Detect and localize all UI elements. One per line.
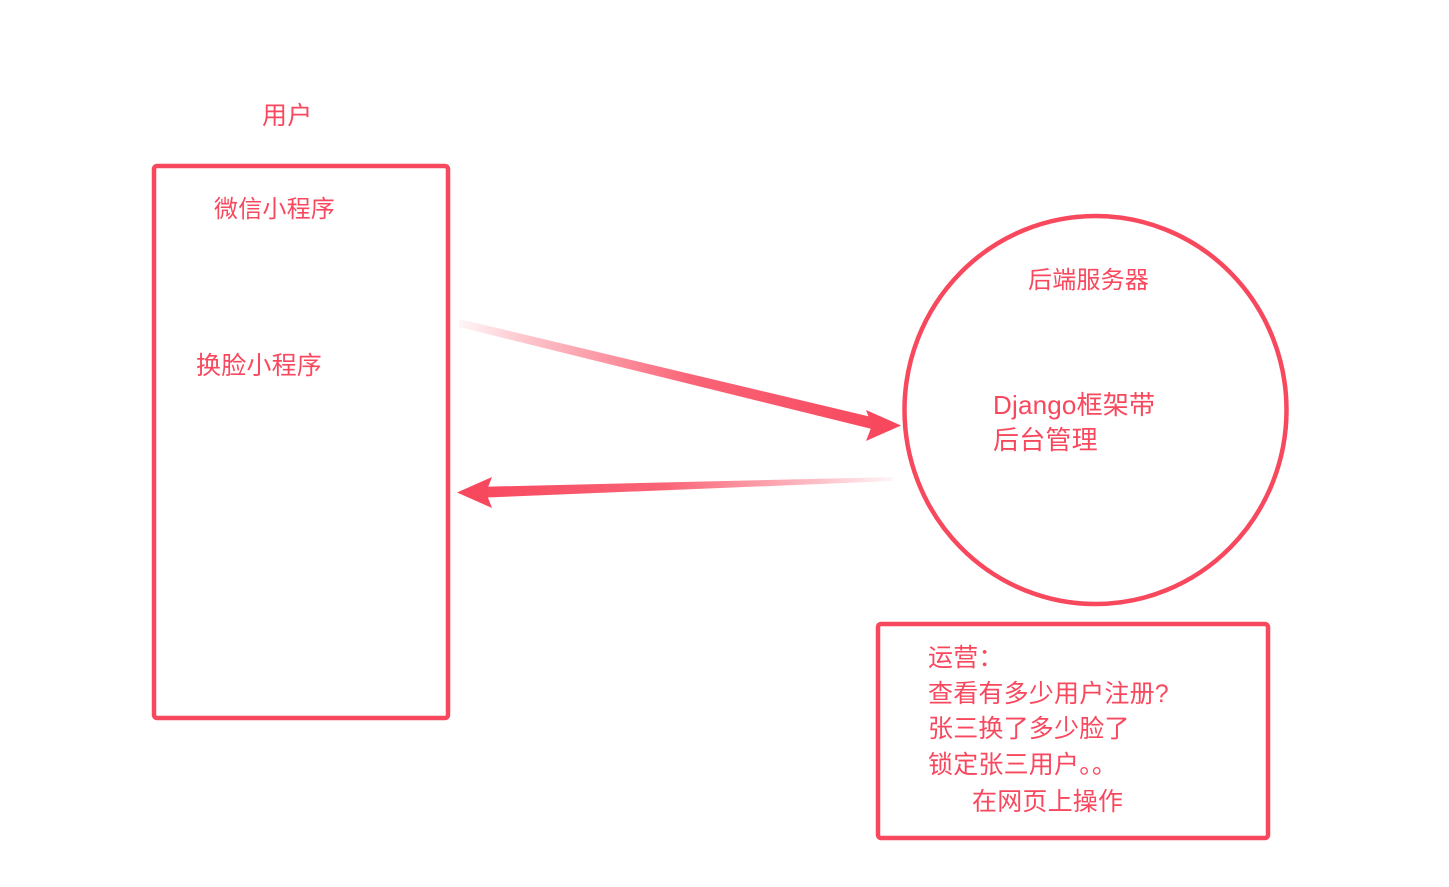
ops-line-faceswap-count: 张三换了多少脸了: [928, 715, 1130, 743]
server-circle-body: Django框架带 后台管理: [993, 388, 1155, 457]
server-circle-title: 后端服务器: [1028, 267, 1149, 294]
ops-line-lock-user: 锁定张三用户。。: [928, 750, 1118, 779]
ops-box-footer: 在网页上操作: [972, 788, 1124, 816]
client-box-label-faceswap-miniprogram: 换脸小程序: [196, 352, 323, 380]
ops-line-heading: 运营：: [928, 644, 1004, 672]
server-body-line-1: Django框架带: [993, 390, 1156, 420]
ops-box-lines: 运营： 查看有多少用户注册? 张三换了多少脸了 锁定张三用户。。: [928, 641, 1169, 783]
client-box-label-wechat-miniprogram: 微信小程序: [214, 196, 335, 223]
server-body-line-2: 后台管理: [993, 424, 1098, 455]
client-box-shape: [151, 163, 451, 721]
request-arrow: [459, 319, 901, 441]
ops-line-registered-users: 查看有多少用户注册?: [928, 679, 1169, 708]
page-title: 用户: [262, 102, 313, 130]
response-arrow: [457, 477, 893, 508]
